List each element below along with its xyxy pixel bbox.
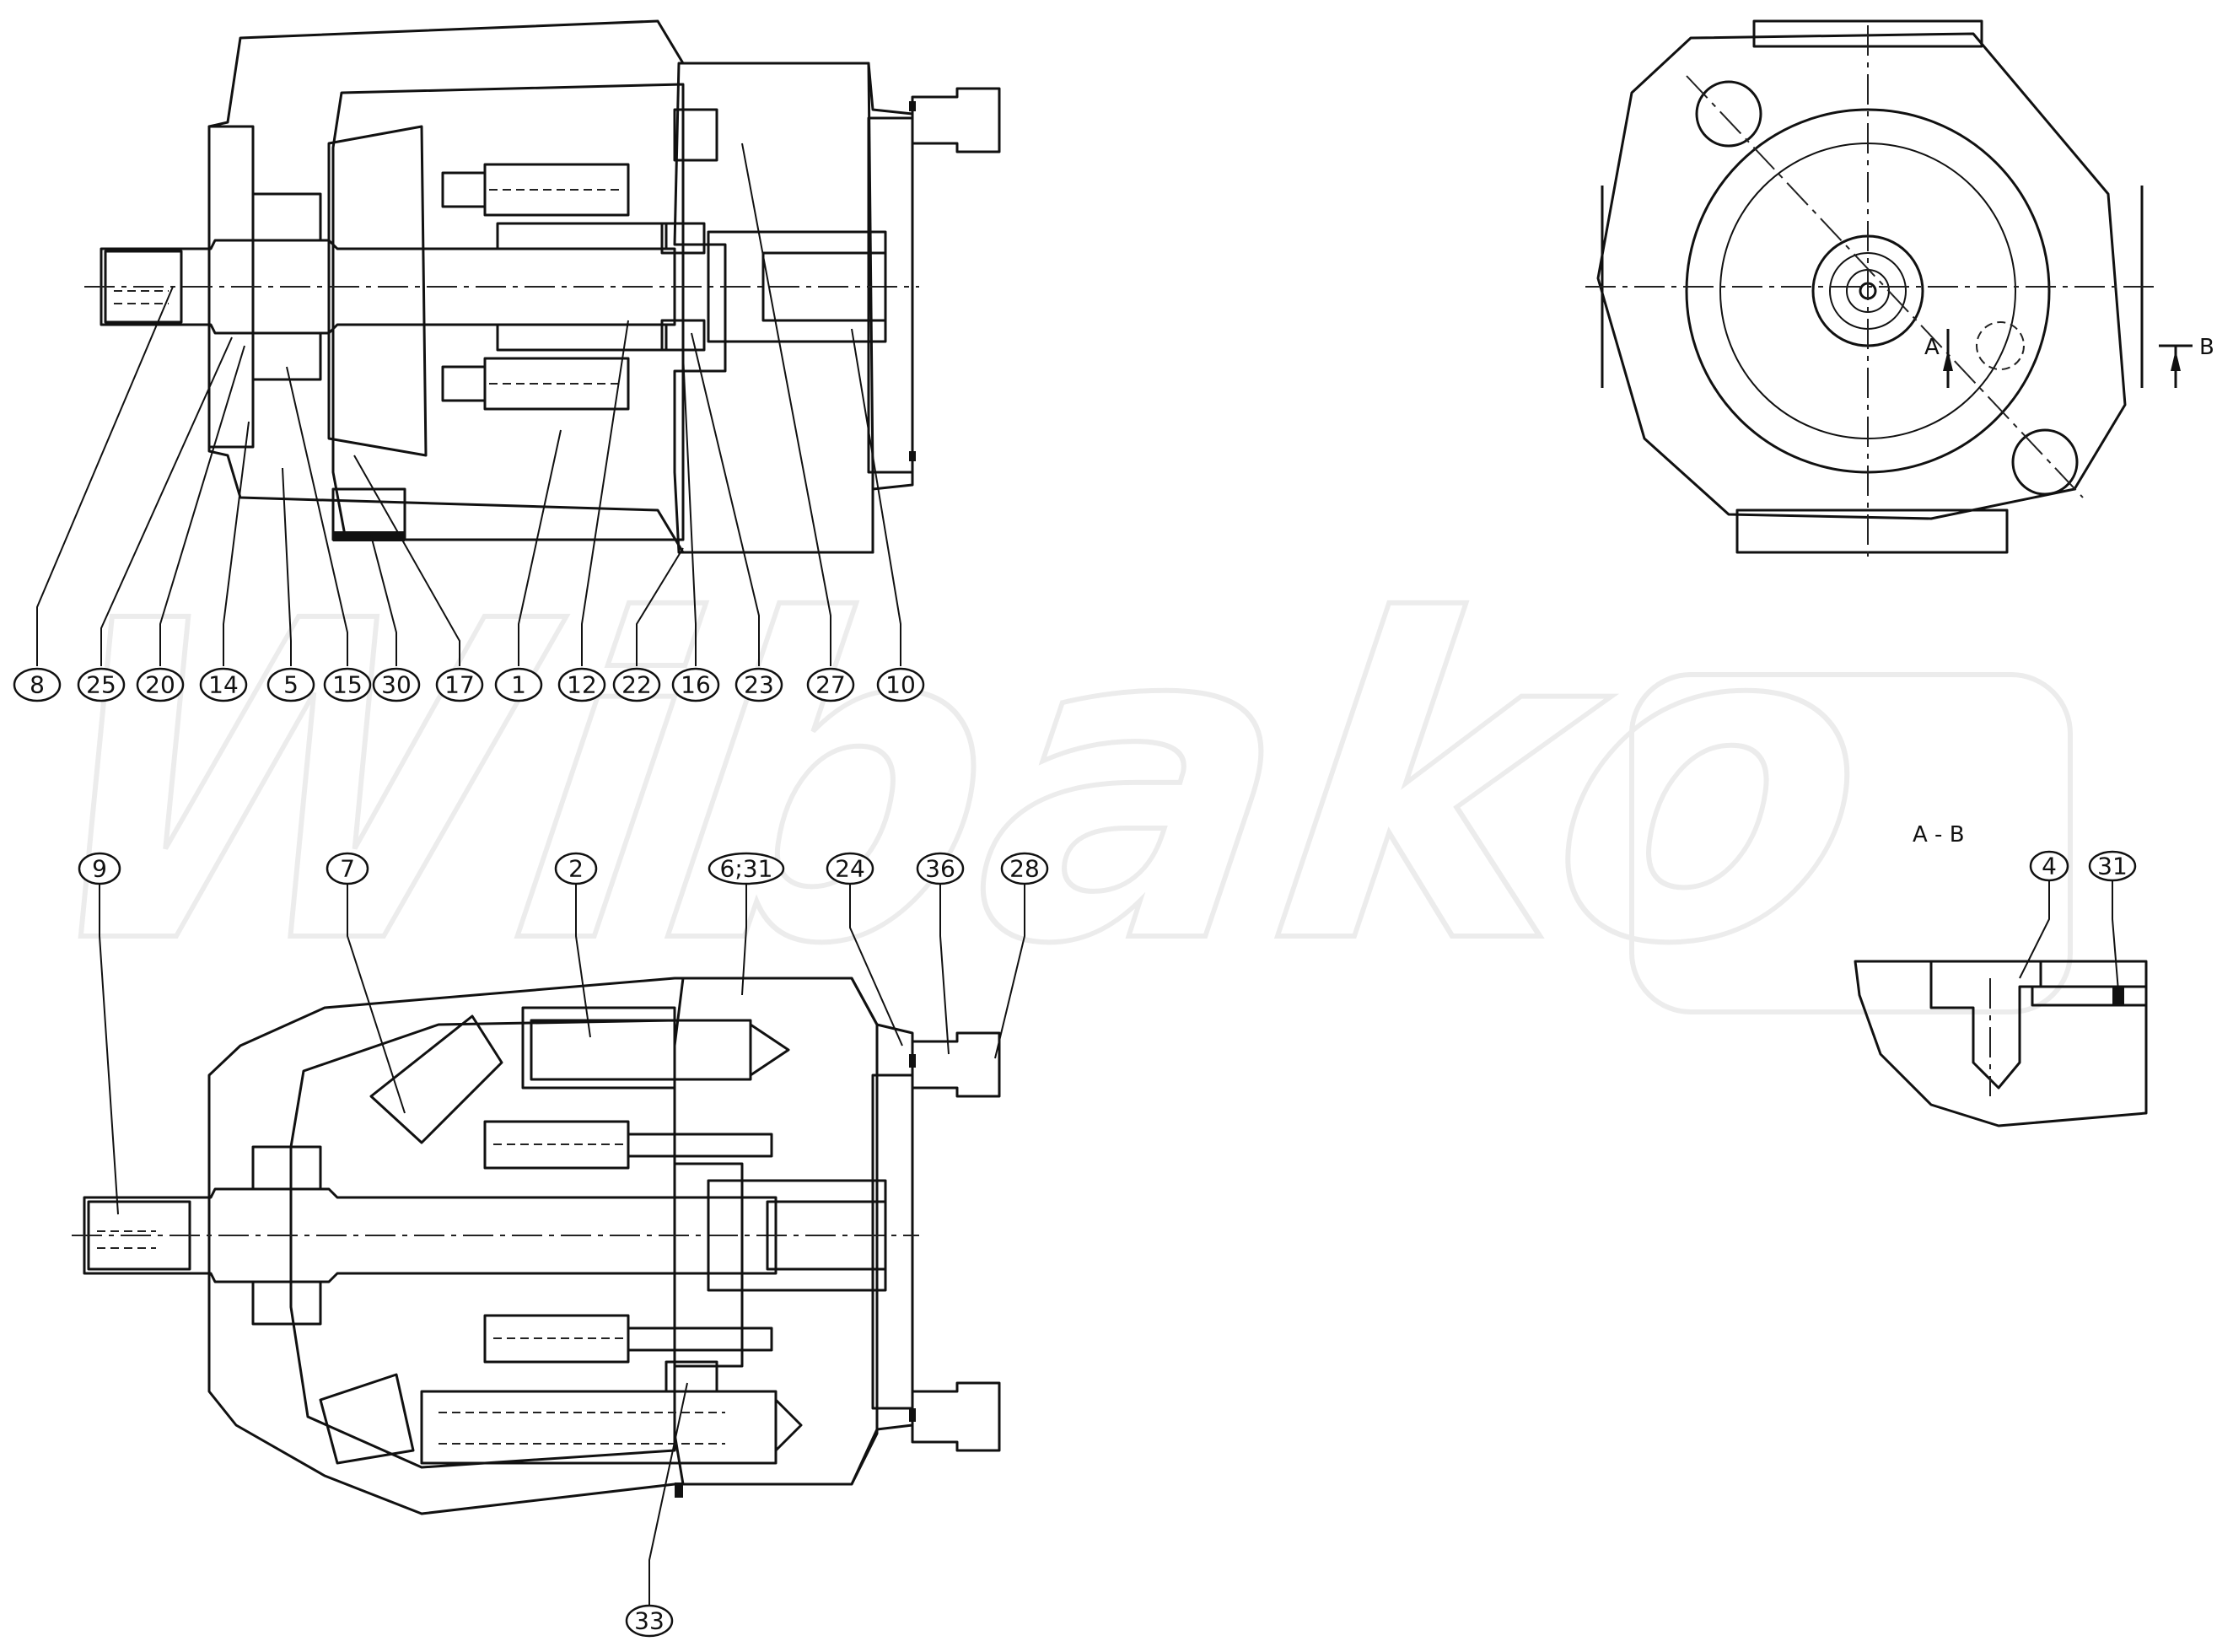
balloon-23: 23 (734, 667, 783, 702)
svg-text:9: 9 (92, 855, 107, 883)
svg-text:15: 15 (332, 671, 363, 699)
svg-text:1: 1 (511, 671, 526, 699)
balloon-5: 5 (266, 667, 315, 702)
balloon-12: 12 (557, 667, 606, 702)
svg-text:7: 7 (340, 855, 355, 883)
view-mark-a: A (1924, 335, 1940, 360)
svg-text:27: 27 (815, 671, 846, 699)
top-section-view (84, 19, 1001, 554)
svg-text:6;31: 6;31 (720, 855, 773, 883)
balloon-28: 28 (1000, 852, 1049, 885)
svg-text:30: 30 (381, 671, 412, 699)
top-view-leaders (36, 143, 901, 666)
svg-text:33: 33 (634, 1607, 665, 1635)
balloon-24: 24 (826, 852, 874, 885)
balloon-14: 14 (199, 667, 248, 702)
balloon-9: 9 (78, 852, 121, 885)
section-label: A - B (1913, 822, 1965, 848)
watermark-badge (1629, 672, 2073, 1014)
svg-text:25: 25 (86, 671, 116, 699)
balloon-8: 8 (13, 667, 62, 702)
svg-text:31: 31 (2097, 853, 2128, 880)
balloon-31: 31 (2088, 850, 2137, 882)
svg-text:23: 23 (744, 671, 774, 699)
bottom-view-leaders (99, 884, 1025, 1606)
balloon-22: 22 (612, 667, 661, 702)
balloon-15: 15 (323, 667, 372, 702)
end-view: A B (1585, 19, 2214, 557)
balloon-7: 7 (326, 852, 369, 885)
balloon-20: 20 (136, 667, 185, 702)
svg-text:36: 36 (925, 855, 955, 883)
balloons: 8 25 20 14 5 15 30 17 1 12 22 16 23 27 1… (13, 667, 2137, 1638)
svg-text:12: 12 (567, 671, 597, 699)
svg-text:17: 17 (444, 671, 475, 699)
detail-view: A - B (1854, 822, 2148, 1127)
balloon-2: 2 (554, 852, 598, 885)
svg-text:8: 8 (30, 671, 45, 699)
svg-text:22: 22 (621, 671, 652, 699)
svg-text:10: 10 (885, 671, 916, 699)
watermark: Wibako (6, 530, 1899, 1040)
svg-text:5: 5 (283, 671, 299, 699)
svg-text:4: 4 (2042, 853, 2057, 880)
svg-text:16: 16 (681, 671, 711, 699)
balloon-1: 1 (494, 667, 543, 702)
balloon-33: 33 (625, 1604, 674, 1638)
svg-text:28: 28 (1009, 855, 1040, 883)
bottom-section-view (72, 977, 1001, 1515)
svg-text:20: 20 (145, 671, 175, 699)
balloon-6-31: 6;31 (708, 852, 785, 885)
balloon-27: 27 (806, 667, 855, 702)
balloon-16: 16 (671, 667, 720, 702)
balloon-10: 10 (876, 667, 925, 702)
balloon-25: 25 (77, 667, 126, 702)
svg-text:2: 2 (568, 855, 584, 883)
balloon-4: 4 (2029, 850, 2069, 882)
balloon-17: 17 (435, 667, 484, 702)
svg-text:24: 24 (835, 855, 865, 883)
svg-text:14: 14 (208, 671, 239, 699)
balloon-30: 30 (372, 667, 421, 702)
balloon-36: 36 (916, 852, 965, 885)
view-mark-b: B (2199, 335, 2214, 360)
